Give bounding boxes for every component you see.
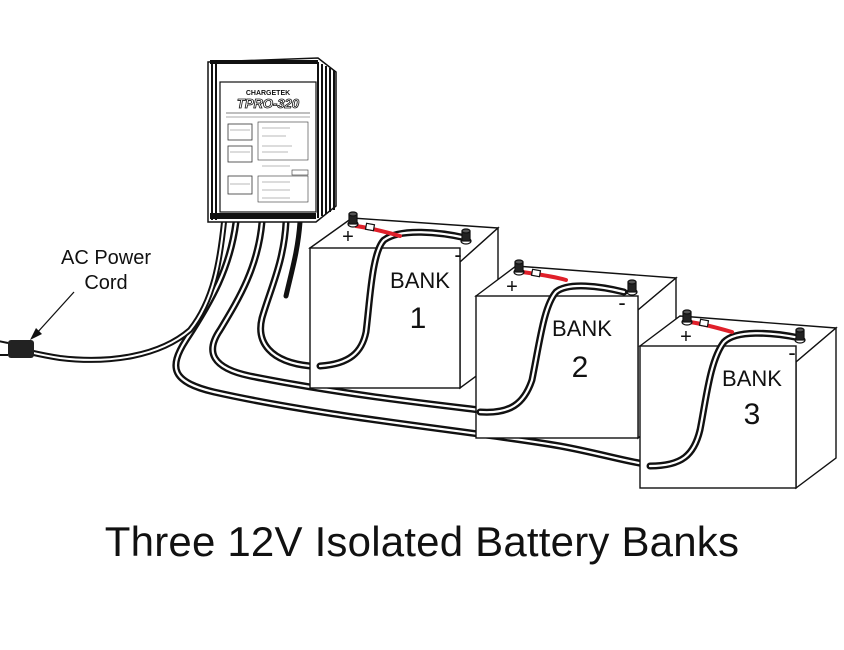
diagram-caption: Three 12V Isolated Battery Banks — [104, 518, 740, 565]
positive-wire-sleeves — [364, 222, 710, 328]
charger-model: TPRO-320 — [237, 96, 300, 111]
bank-3-number: 3 — [744, 398, 761, 431]
arrowhead-icon — [30, 328, 42, 340]
bank-2-label: BANK — [552, 316, 612, 341]
ac-power-label: AC Power — [61, 247, 151, 269]
bank-1-label: BANK — [390, 268, 450, 293]
battery-charger: CHARGETEK TPRO-320 — [207, 57, 337, 223]
positive-wires — [354, 224, 734, 334]
terminal-posts — [347, 211, 806, 344]
cable-ends — [316, 228, 804, 470]
ac-power-cord — [17, 219, 227, 363]
charger-front-panel — [219, 81, 317, 213]
bank-2-plus: + — [506, 276, 518, 298]
ac-label-arrow — [35, 291, 75, 335]
bank-1-plus: + — [342, 226, 354, 248]
ac-plug — [0, 340, 34, 358]
ac-cord-label: Cord — [84, 272, 127, 294]
bank-3-minus: - — [788, 340, 795, 365]
bank-3-plus: + — [680, 326, 692, 348]
battery-bank-3 — [638, 315, 838, 490]
bank-2-number: 2 — [572, 351, 589, 384]
bank-1-number: 1 — [410, 302, 427, 335]
bank-2-minus: - — [618, 290, 625, 315]
charger-brand: CHARGETEK — [246, 90, 290, 97]
bank-3-label: BANK — [722, 366, 782, 391]
bank-1-minus: - — [454, 242, 461, 267]
